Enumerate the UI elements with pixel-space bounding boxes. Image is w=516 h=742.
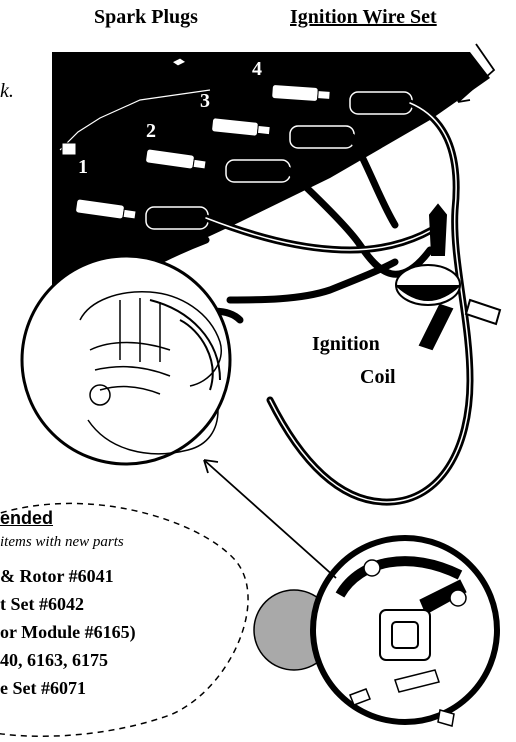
recommended-line-2: t Set #6042	[0, 594, 84, 615]
block-clip	[62, 143, 76, 155]
recommended-line-4: 40, 6163, 6175	[0, 650, 108, 671]
ignition-coil	[396, 205, 500, 349]
plug-number-4: 4	[252, 58, 262, 81]
recommended-line-5: e Set #6071	[0, 678, 86, 699]
plug-number-3: 3	[200, 90, 210, 113]
distributor-detail	[22, 256, 230, 464]
plug-number-1: 1	[78, 156, 88, 179]
ignition-wire-set-label: Ignition Wire Set	[290, 6, 437, 29]
recommended-line-3: or Module #6165)	[0, 622, 136, 643]
recommended-title: ended	[0, 508, 53, 529]
recommended-line-1: & Rotor #6041	[0, 566, 114, 587]
spark-plugs-label: Spark Plugs	[94, 6, 198, 29]
ignition-coil-label-line2: Coil	[360, 366, 396, 389]
stray-text: k.	[0, 80, 14, 103]
plug-number-2: 2	[146, 120, 156, 143]
recommended-subtitle: items with new parts	[0, 534, 124, 551]
ignition-coil-label-line1: Ignition	[312, 333, 380, 356]
distributor-cap	[254, 538, 497, 726]
